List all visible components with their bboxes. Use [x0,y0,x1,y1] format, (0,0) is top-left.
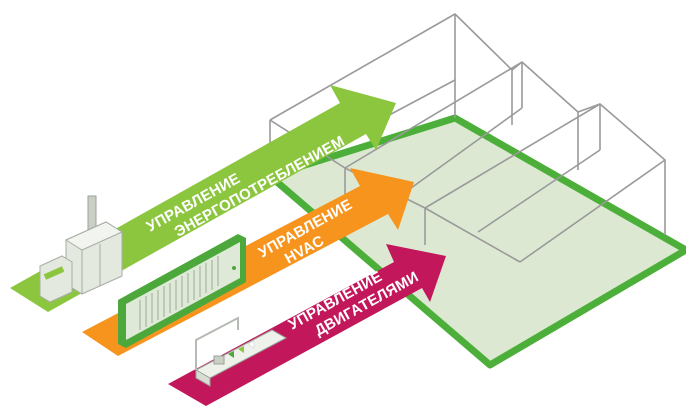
power-cabinet-icon [39,195,124,303]
hvac-unit-icon [118,234,246,348]
conveyor-motor-icon [194,316,288,387]
